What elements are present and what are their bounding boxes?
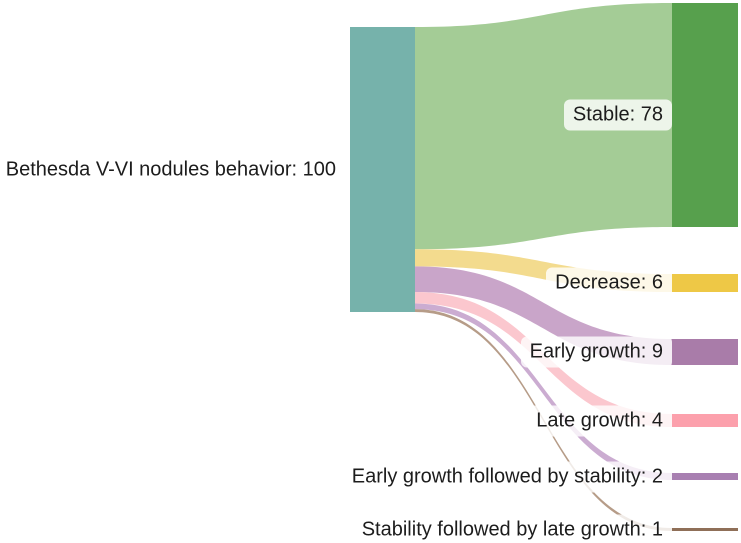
- label-stable: Stable: 78: [563, 99, 672, 131]
- label-early-growth-followed-by-stability: Early growth followed by stability: 2: [342, 461, 672, 492]
- node-early-growth-followed-by-stability[interactable]: [672, 473, 738, 480]
- source-node-label: Bethesda V-VI nodules behavior: 100: [0, 154, 342, 185]
- node-stability-followed-by-late-growth[interactable]: [672, 528, 738, 531]
- label-stability-followed-by-late-growth: Stability followed by late growth: 1: [352, 514, 672, 543]
- label-late-growth: Late growth: 4: [527, 405, 672, 436]
- node-source[interactable]: [350, 27, 415, 312]
- node-early-growth[interactable]: [672, 339, 738, 365]
- node-late-growth[interactable]: [672, 414, 738, 427]
- node-decrease[interactable]: [672, 274, 738, 292]
- flow-stable[interactable]: [415, 3, 672, 250]
- label-decrease: Decrease: 6: [546, 267, 672, 299]
- flow-early-growth-followed-by-stability[interactable]: [415, 303, 672, 480]
- node-stable[interactable]: [672, 3, 738, 227]
- label-early-growth: Early growth: 9: [520, 336, 672, 368]
